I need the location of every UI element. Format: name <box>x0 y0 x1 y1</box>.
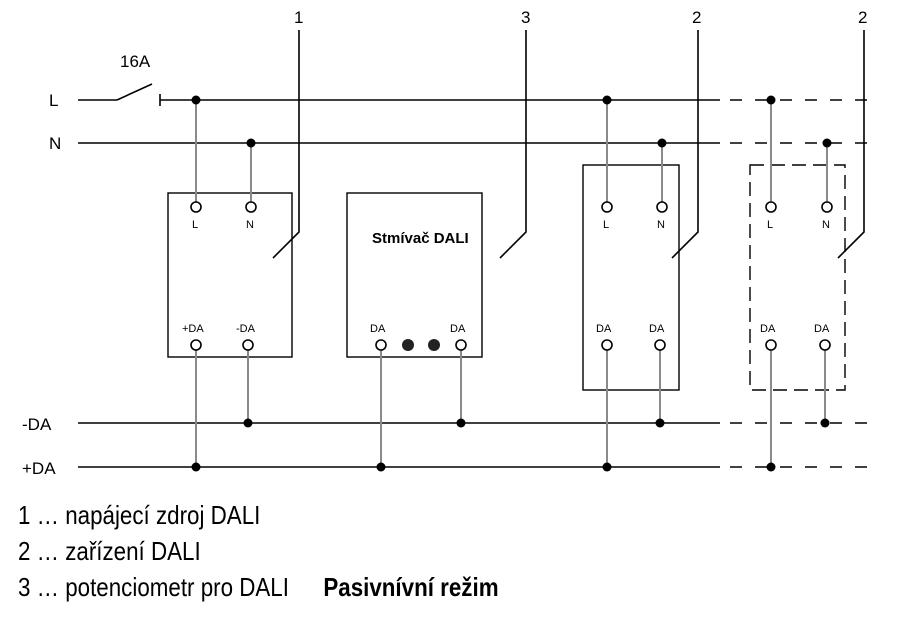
device-a-terminal-l: L <box>603 219 609 231</box>
device-b-terminal-l: L <box>767 219 773 231</box>
dimmer-terminal-da-left: DA <box>370 323 386 335</box>
breaker-switch <box>78 83 161 106</box>
rails-dashed <box>730 99 880 468</box>
callout-2b: 2 <box>858 8 867 27</box>
ps-terminal-n: N <box>246 219 254 231</box>
junction-dots <box>191 95 832 472</box>
legend-item-3-row: 3 … potenciometr pro DALI Pasivnívní reži… <box>18 572 499 603</box>
dimmer-title: Stmívač DALI <box>372 230 469 247</box>
dali-device-box-a <box>582 164 680 391</box>
device-b-terminal-n: N <box>822 219 830 231</box>
device-a-terminal-n: N <box>657 219 665 231</box>
breaker-rating: 16A <box>120 52 151 71</box>
dimmer-terminal-da-right: DA <box>450 323 466 335</box>
ps-terminal-l: L <box>192 219 198 231</box>
callout-leaders <box>272 30 865 259</box>
dimmer-knob-right <box>428 339 440 351</box>
legend-item-3: 3 … potenciometr pro DALI <box>18 572 289 602</box>
legend-item-1: 1 … napájecí zdroj DALI <box>18 500 261 530</box>
legend-item-2: 2 … zařízení DALI <box>18 536 201 566</box>
callout-3: 3 <box>521 8 530 27</box>
device-a-terminal-da-left: DA <box>596 323 612 335</box>
rail-label-l: L <box>49 91 58 110</box>
dali-device-box-b <box>749 164 846 391</box>
rail-label-plus-da: +DA <box>22 459 56 478</box>
rail-label-n: N <box>49 134 61 153</box>
power-supply-box <box>167 192 293 358</box>
rail-label-minus-da: -DA <box>22 415 52 434</box>
ps-terminal-plus-da: +DA <box>182 323 204 335</box>
mode-label: Pasivnívní režim <box>323 572 499 602</box>
dimmer-knob-left <box>402 339 414 351</box>
callout-2a: 2 <box>692 8 701 27</box>
device-b-terminal-da-left: DA <box>760 323 776 335</box>
ps-terminal-minus-da: -DA <box>236 323 256 335</box>
wires <box>195 100 828 467</box>
callout-1: 1 <box>294 8 303 27</box>
terminals <box>190 201 833 351</box>
device-a-terminal-da-right: DA <box>649 323 665 335</box>
rails <box>78 99 720 468</box>
dimmer-box <box>346 192 483 358</box>
device-b-terminal-da-right: DA <box>814 323 830 335</box>
